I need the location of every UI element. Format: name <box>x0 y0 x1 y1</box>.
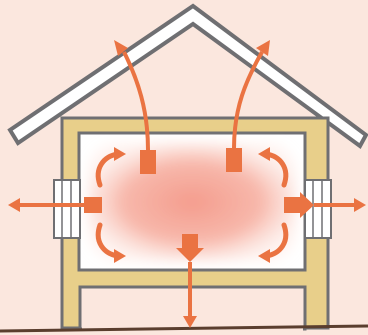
heat-flow-floor-arrow <box>176 234 204 328</box>
left-window <box>53 179 81 239</box>
ground-line <box>0 324 368 333</box>
heat-flow-arrows <box>8 40 366 328</box>
circulation-arrow-top-right <box>258 147 289 188</box>
heat-flow-roof-right-arrow <box>226 40 270 172</box>
circulation-arrow-bottom-right <box>258 222 289 263</box>
heat-flow-window-right-arrow <box>284 192 366 218</box>
roof <box>7 3 368 149</box>
circulation-arrow-bottom-left <box>95 222 126 263</box>
heat-flow-roof-left-arrow <box>114 40 156 174</box>
heat-flow-window-left-arrow <box>8 197 102 213</box>
circulation-arrow-top-left <box>95 147 126 188</box>
air-circulation-arrows <box>95 147 289 263</box>
